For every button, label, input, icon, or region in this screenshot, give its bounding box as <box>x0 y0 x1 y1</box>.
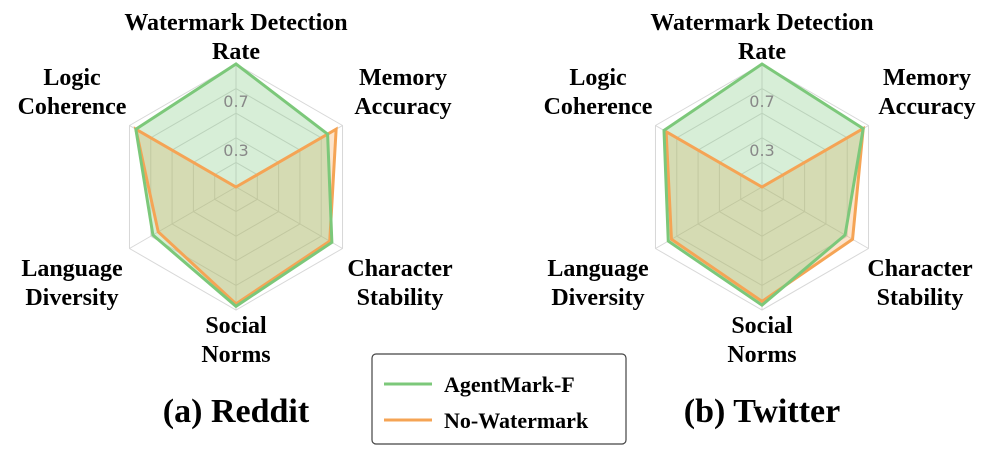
axis-label-line: Watermark Detection <box>124 10 347 36</box>
axis-label-line: Coherence <box>544 94 653 120</box>
axis-label-line: Coherence <box>18 94 127 120</box>
axis-label-line: Character <box>347 256 453 282</box>
panel-caption: (b) Twitter <box>684 393 840 430</box>
tick-label-0-3: 0.3 <box>223 141 248 160</box>
axis-label-line: Memory <box>359 65 447 91</box>
legend-box <box>371 353 627 445</box>
series-line-agentmark-f <box>134 62 334 309</box>
grid-spoke <box>761 186 869 249</box>
grid-spoke <box>655 186 763 249</box>
axis-label-line: Watermark Detection <box>650 10 873 36</box>
axis-label-line: Accuracy <box>354 94 451 120</box>
tick-label-0-7: 0.7 <box>749 92 774 111</box>
axis-label-line: Diversity <box>551 285 644 311</box>
grid-spoke <box>129 186 237 249</box>
series-line-agentmark-f <box>662 62 865 307</box>
axis-label-line: Memory <box>883 65 971 91</box>
series-area-no-watermark <box>135 129 337 304</box>
legend-label-no-watermark: No-Watermark <box>444 408 589 433</box>
axis-label-line: Norms <box>727 342 796 368</box>
panel-caption: (a) Reddit <box>163 393 310 430</box>
legend-label-agentmark-f: AgentMark-F <box>444 372 575 397</box>
axis-label-line: Diversity <box>25 285 118 311</box>
legend: AgentMark-F No-Watermark <box>371 353 627 445</box>
axis-label-line: Rate <box>212 39 260 65</box>
series-area-no-watermark <box>666 128 864 302</box>
axis-label-line: Language <box>547 256 649 282</box>
axis-label-line: Social <box>731 313 793 339</box>
tick-label-0-3: 0.3 <box>749 141 774 160</box>
axis-label-line: Language <box>21 256 123 282</box>
axis-label-line: Accuracy <box>878 94 975 120</box>
axis-label-line: Social <box>205 313 267 339</box>
grid-spoke <box>235 186 343 249</box>
axis-label-line: Norms <box>201 342 270 368</box>
axis-label-line: Logic <box>569 65 627 91</box>
axis-label-line: Stability <box>877 285 964 311</box>
axis-label-line: Logic <box>43 65 101 91</box>
tick-label-0-7: 0.7 <box>223 92 248 111</box>
axis-label-line: Rate <box>738 39 786 65</box>
axis-label-line: Character <box>867 256 973 282</box>
axis-label-line: Stability <box>357 285 444 311</box>
